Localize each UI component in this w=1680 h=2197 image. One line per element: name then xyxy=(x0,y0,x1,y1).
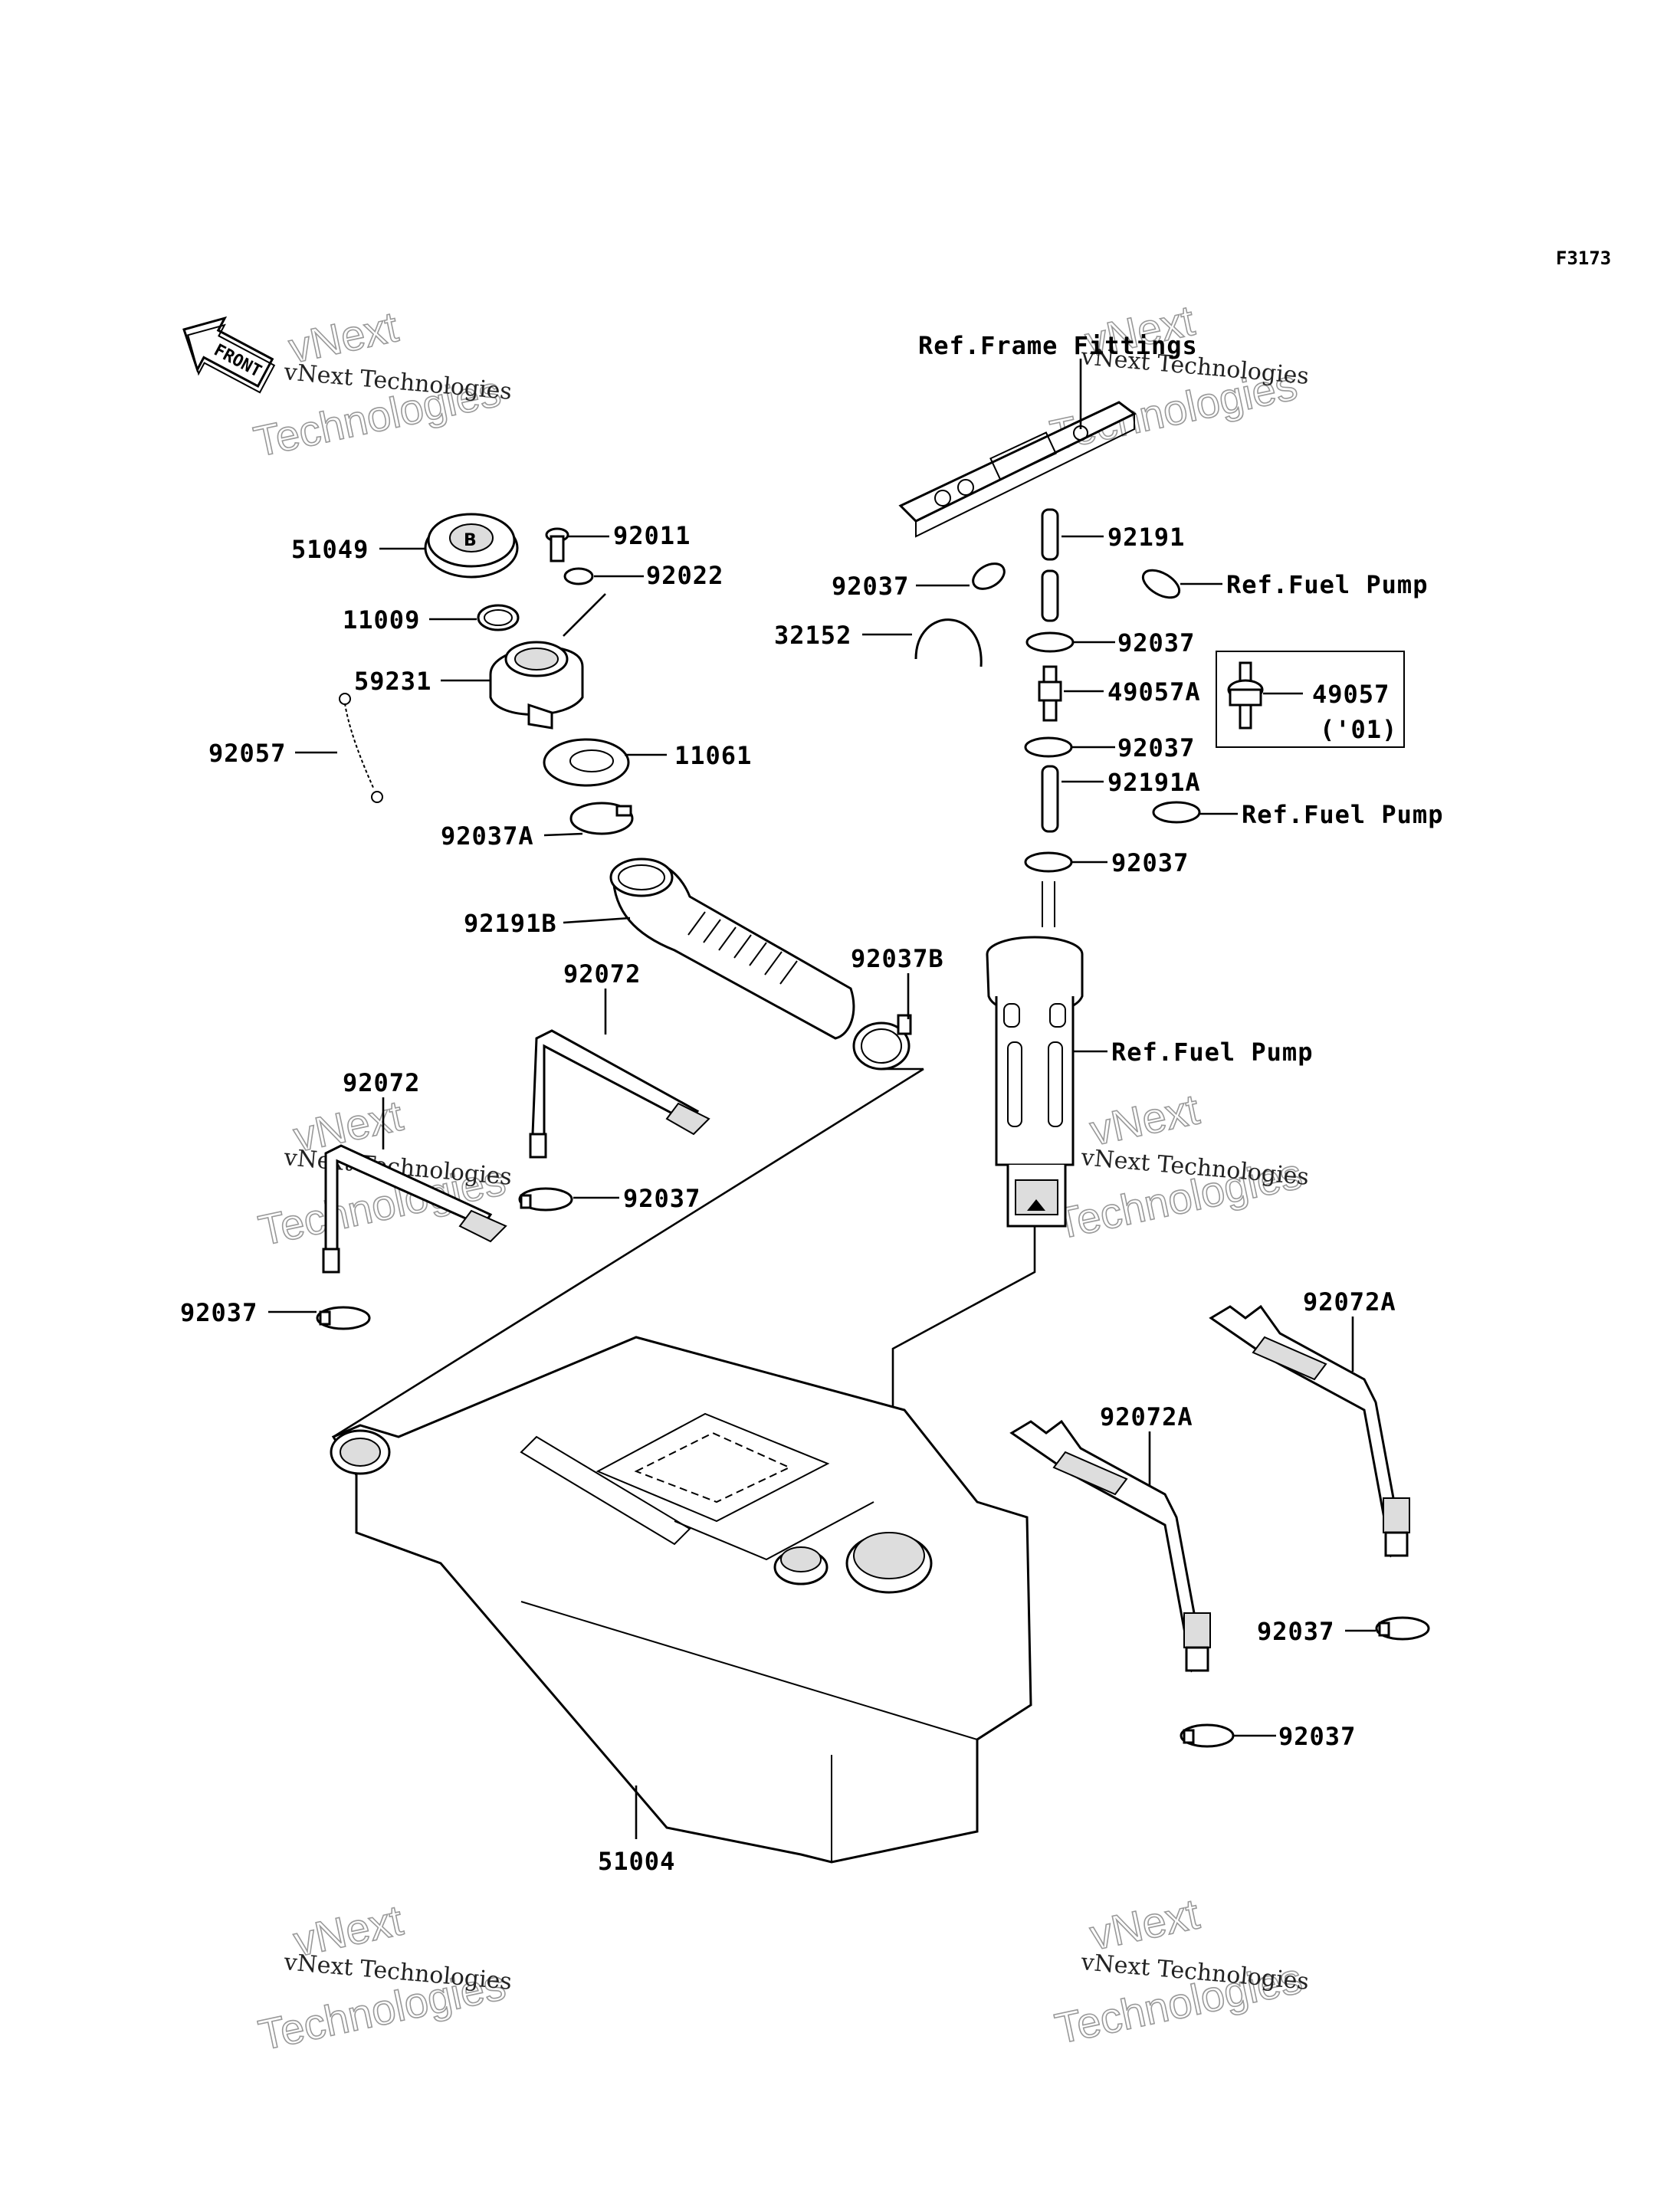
clamp-ref-pump-1 xyxy=(1141,569,1181,599)
label-92037-a: 92037 xyxy=(1117,628,1195,657)
label-92191b: 92191B xyxy=(464,909,557,938)
label-ref-fuel-pump-2: Ref.Fuel Pump xyxy=(1242,800,1443,829)
cord-92057 xyxy=(339,693,383,803)
fitting-49057a xyxy=(1038,665,1062,722)
clamp-92037-upper xyxy=(972,562,1006,590)
washer-92022 xyxy=(563,567,594,585)
label-92072-lower: 92072 xyxy=(343,1068,420,1097)
label-ref-fuel-pump-1: Ref.Fuel Pump xyxy=(1226,570,1428,599)
hose-92191-b xyxy=(1041,569,1059,622)
label-92022: 92022 xyxy=(646,561,724,590)
hose-32152 xyxy=(914,618,983,667)
clamp-ref-pump-2 xyxy=(1152,801,1201,824)
label-92072a-2: 92072A xyxy=(1100,1402,1193,1431)
label-92072-upper: 92072 xyxy=(563,959,641,989)
svg-text:vNext: vNext xyxy=(1086,1084,1204,1154)
label-32152: 32152 xyxy=(774,621,851,650)
clamp-92037-b xyxy=(1024,736,1073,758)
clamp-92037-midleft xyxy=(518,1187,573,1212)
clamp-92037a xyxy=(569,802,634,835)
fitting-49057 xyxy=(1227,661,1264,730)
fuel-tank xyxy=(330,1336,1032,1864)
label-92037-right-2: 92037 xyxy=(1278,1722,1356,1751)
label-92191a: 92191A xyxy=(1107,768,1201,797)
label-51049: 51049 xyxy=(291,535,369,564)
strap-92072a-right xyxy=(1209,1304,1410,1558)
label-92037-lowerleft: 92037 xyxy=(180,1298,258,1327)
strap-92072a-left xyxy=(1009,1419,1211,1673)
label-49057: 49057 xyxy=(1312,680,1390,709)
strap-92072-lower xyxy=(322,1144,507,1274)
hose-92191 xyxy=(1041,508,1059,561)
label-92037-upper: 92037 xyxy=(832,572,909,601)
label-92037-right-1: 92037 xyxy=(1257,1617,1334,1646)
clamp-92037-right-2 xyxy=(1180,1723,1235,1748)
label-59231: 59231 xyxy=(354,667,431,696)
hose-92191a xyxy=(1041,765,1059,833)
label-ref-fuel-pump-3: Ref.Fuel Pump xyxy=(1111,1038,1313,1067)
diagram-code: F3173 xyxy=(1556,248,1611,269)
fuel-cap: B xyxy=(424,513,519,579)
label-92057: 92057 xyxy=(208,739,286,768)
label-92037-c: 92037 xyxy=(1111,848,1189,877)
filler-hose xyxy=(609,857,855,1040)
label-51004: 51004 xyxy=(598,1847,675,1876)
clamp-92037-right-1 xyxy=(1375,1616,1430,1641)
label-92011: 92011 xyxy=(613,521,691,550)
clamp-92037-c xyxy=(1024,851,1073,873)
label-49057-year: ('01) xyxy=(1320,715,1397,744)
clamp-92037-lowerleft xyxy=(316,1306,371,1330)
label-92037-midleft: 92037 xyxy=(623,1184,701,1213)
clamp-92037-a xyxy=(1025,631,1075,653)
bolt-92011 xyxy=(545,527,569,562)
frame-bracket xyxy=(898,401,1137,538)
label-92037-b: 92037 xyxy=(1117,733,1195,762)
label-92191: 92191 xyxy=(1107,523,1185,552)
filler-neck xyxy=(489,641,584,730)
label-11061: 11061 xyxy=(674,741,752,770)
variant-box-49057 xyxy=(1216,651,1405,748)
label-49057a: 49057A xyxy=(1107,677,1201,707)
strap-92072-upper xyxy=(529,1029,710,1159)
svg-text:B: B xyxy=(464,531,477,550)
clamp-92037b xyxy=(852,1014,912,1071)
svg-text:vNext: vNext xyxy=(1086,1889,1204,1959)
fuel-pump-assembly xyxy=(986,881,1084,1228)
label-11009: 11009 xyxy=(343,605,420,635)
gasket-11061 xyxy=(543,738,630,787)
label-92037b: 92037B xyxy=(851,944,944,973)
label-ref-frame-fittings: Ref.Frame Fittings xyxy=(918,331,1198,360)
front-arrow-icon: FRONT xyxy=(182,316,276,394)
label-92072a-1: 92072A xyxy=(1303,1287,1396,1317)
label-92037a: 92037A xyxy=(441,821,534,851)
